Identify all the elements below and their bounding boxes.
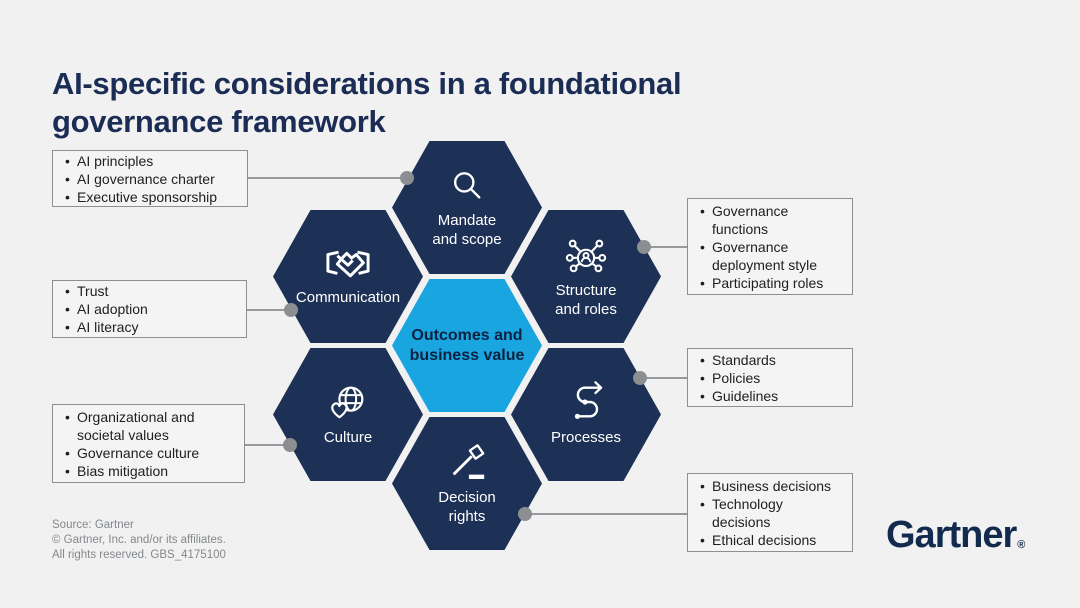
- list-item: Policies: [698, 369, 842, 387]
- callout-processes-notes: Standards Policies Guidelines: [687, 348, 853, 407]
- hexagon-structure-and-roles: Structure and roles: [511, 210, 661, 343]
- connector-line-processes: [640, 377, 688, 379]
- source-attribution: Source: Gartner © Gartner, Inc. and/or i…: [52, 518, 226, 563]
- hexagon-outcomes-and-business-value: Outcomes and business value: [392, 279, 542, 412]
- connector-line-structure: [644, 246, 688, 248]
- network-roles-icon: [565, 239, 607, 273]
- connector-dot-mandate: [400, 171, 414, 185]
- hexagon-label: Communication: [295, 289, 401, 307]
- list-item: Governance deployment style: [698, 238, 842, 274]
- connector-line-culture: [243, 444, 290, 446]
- list-item: Business decisions: [698, 477, 842, 495]
- registered-trademark-icon: ®: [1017, 539, 1025, 551]
- list-item: Technology decisions: [698, 495, 842, 531]
- connector-dot-structure: [637, 240, 651, 254]
- handshake-icon: [326, 250, 370, 278]
- callout-communication-notes: Trust AI adoption AI literacy: [52, 280, 247, 338]
- hexagon-decision-rights: Decision rights: [392, 417, 542, 550]
- source-line: © Gartner, Inc. and/or its affiliates.: [52, 534, 226, 546]
- callout-decision-notes: Business decisions Technology decisions …: [687, 473, 853, 552]
- list-item: Governance culture: [63, 444, 234, 462]
- list-item: AI literacy: [63, 318, 236, 336]
- connector-dot-culture: [283, 438, 297, 452]
- list-item: Trust: [63, 282, 236, 300]
- list-item: Bias mitigation: [63, 462, 234, 480]
- gavel-icon: [452, 443, 485, 479]
- callout-mandate-notes: AI principles AI governance charter Exec…: [52, 150, 248, 207]
- hexagon-label: Decision rights: [438, 488, 496, 525]
- list-item: Standards: [698, 351, 842, 369]
- connector-dot-processes: [633, 371, 647, 385]
- hexagon-label: Processes: [550, 429, 622, 447]
- list-item: Participating roles: [698, 274, 842, 292]
- page-title: AI-specific considerations in a foundati…: [52, 65, 682, 139]
- callout-culture-notes: Organizational and societal values Gover…: [52, 404, 245, 483]
- center-hexagon-label: Outcomes and business value: [409, 326, 525, 364]
- hexagon-culture: Culture: [273, 348, 423, 481]
- search-icon: [454, 171, 481, 199]
- globe-heart-icon: [331, 386, 364, 419]
- gartner-logo-text: Gartner: [886, 514, 1017, 556]
- list-item: Organizational and societal values: [63, 408, 234, 444]
- source-line: Source: Gartner: [52, 519, 134, 531]
- hexagon-label: Structure and roles: [555, 281, 617, 318]
- connector-dot-decision: [518, 507, 532, 521]
- connector-line-decision: [525, 513, 688, 515]
- list-item: AI adoption: [63, 300, 236, 318]
- list-item: AI governance charter: [63, 170, 237, 188]
- gartner-logo: Gartner ®: [886, 514, 1025, 557]
- connector-line-mandate: [246, 177, 407, 179]
- hexagon-label: Mandate and scope: [432, 211, 502, 248]
- connector-line-communication: [245, 309, 291, 311]
- list-item: Executive sponsorship: [63, 188, 237, 206]
- list-item: Governance functions: [698, 202, 842, 238]
- hexagon-processes: Processes: [511, 348, 661, 481]
- hexagon-communication: Communication: [273, 210, 423, 343]
- list-item: Ethical decisions: [698, 531, 842, 549]
- hexagon-mandate-and-scope: Mandate and scope: [392, 141, 542, 274]
- list-item: AI principles: [63, 152, 237, 170]
- list-item: Guidelines: [698, 387, 842, 405]
- source-line: All rights reserved. GBS_4175100: [52, 549, 226, 561]
- callout-structure-notes: Governance functions Governance deployme…: [687, 198, 853, 295]
- process-flow-icon: [574, 381, 603, 420]
- connector-dot-communication: [284, 303, 298, 317]
- hexagon-label: Culture: [323, 429, 373, 447]
